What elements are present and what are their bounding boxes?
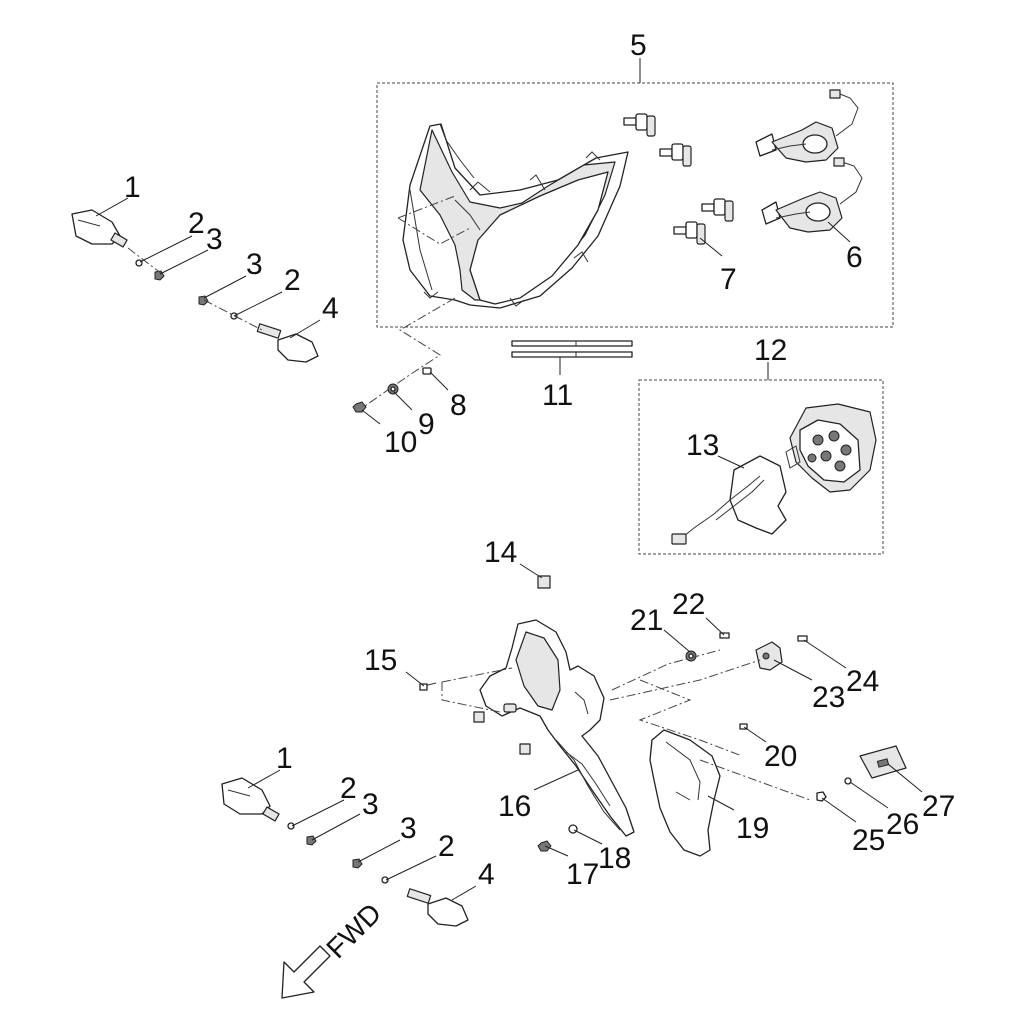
label-part-3-bottom-b: 3 <box>400 812 417 845</box>
label-part-14: 14 <box>484 536 517 569</box>
label-part-4-top: 4 <box>322 292 339 325</box>
label-part-1-top: 1 <box>124 171 141 204</box>
turn-signal-bottom-right <box>406 888 469 927</box>
label-part-16: 16 <box>498 790 531 823</box>
forward-label: FWD <box>320 897 387 964</box>
label-part-1-bottom: 1 <box>276 742 293 775</box>
label-part-8: 8 <box>450 389 467 422</box>
washer-2d <box>381 876 389 884</box>
turn-signal-top-left <box>71 209 128 248</box>
label-part-3-top-a: 3 <box>206 223 223 256</box>
label-part-20: 20 <box>764 740 797 773</box>
label-part-26: 26 <box>886 808 919 841</box>
label-part-2-bottom-b: 2 <box>438 830 455 863</box>
taillight-housing <box>785 403 877 493</box>
label-part-18: 18 <box>598 842 631 875</box>
label-part-12: 12 <box>754 334 787 367</box>
label-part-6: 6 <box>846 241 863 274</box>
turn-signal-bottom-left <box>221 777 280 822</box>
taillight-assembly-box <box>638 379 884 555</box>
nut-3b <box>198 295 209 306</box>
headlight-bulbs <box>623 113 734 245</box>
reflector-strips <box>511 340 633 358</box>
label-part-5: 5 <box>630 29 647 62</box>
label-part-11: 11 <box>542 379 573 412</box>
label-part-23: 23 <box>812 681 845 714</box>
label-part-7: 7 <box>720 263 737 296</box>
license-plate-bracket <box>638 679 743 857</box>
label-part-25: 25 <box>852 824 885 857</box>
label-part-21: 21 <box>630 604 663 637</box>
part-number-labels: 1 2 3 3 2 4 5 6 7 8 9 10 11 12 13 14 15 … <box>124 29 955 891</box>
taillight-gasket <box>671 455 787 545</box>
label-part-24: 24 <box>846 665 879 698</box>
label-part-3-bottom-a: 3 <box>362 788 379 821</box>
nut-3c <box>306 835 317 846</box>
label-part-22: 22 <box>672 588 705 621</box>
label-part-9: 9 <box>418 408 435 441</box>
label-part-2-top-a: 2 <box>188 207 205 240</box>
label-part-19: 19 <box>736 812 769 845</box>
label-part-27: 27 <box>922 790 955 823</box>
leader-lines <box>95 58 923 901</box>
bulb-sockets <box>755 89 863 233</box>
label-part-2-bottom-a: 2 <box>340 772 357 805</box>
headlight-housing <box>397 123 629 309</box>
label-part-4-bottom: 4 <box>478 858 495 891</box>
bracket-hardware <box>419 575 578 852</box>
label-part-2-top-b: 2 <box>284 264 301 297</box>
label-part-13: 13 <box>686 429 719 462</box>
washer-2c <box>287 822 295 830</box>
forward-direction-indicator: FWD <box>281 897 387 999</box>
turn-signal-top-right <box>256 323 319 363</box>
label-part-10: 10 <box>384 426 417 459</box>
rear-fender-bracket <box>441 619 635 837</box>
label-part-17: 17 <box>566 858 599 891</box>
headlight-mount-hardware <box>352 367 432 413</box>
forward-arrow-icon <box>281 945 331 999</box>
label-part-3-top-b: 3 <box>246 248 263 281</box>
label-part-15: 15 <box>364 644 397 677</box>
headlight-assembly-box <box>376 82 894 328</box>
